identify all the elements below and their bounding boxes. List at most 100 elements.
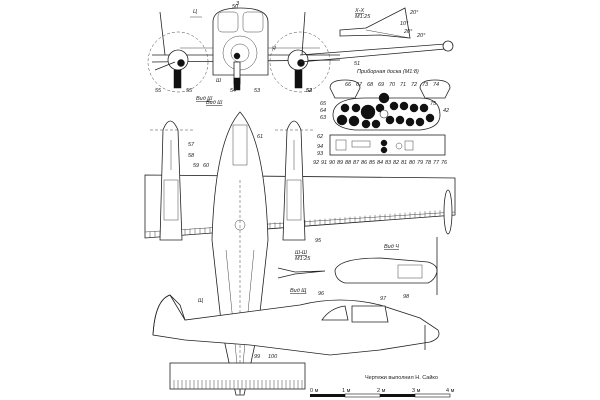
instrument-gauge	[351, 103, 361, 113]
top-hatch	[234, 219, 246, 231]
front-window-right	[242, 11, 264, 33]
label-section-sh: Ш	[216, 78, 222, 84]
label-59: 59	[193, 163, 199, 169]
nose-gear-wheel	[233, 77, 241, 91]
horizontal-stabilizer	[169, 362, 306, 390]
lower-console	[329, 134, 446, 156]
label-section-ts: Ц	[193, 9, 197, 15]
front-fuselage	[212, 7, 269, 76]
left-engine-intake	[177, 59, 185, 67]
left-yoke	[329, 79, 361, 99]
instrument-gauge	[385, 115, 395, 125]
panel-label-75: 75	[430, 101, 437, 107]
panel-label: 88	[345, 160, 352, 166]
instrument-gauge	[348, 115, 360, 127]
nacelle-louvres	[397, 264, 423, 279]
front-spinner	[233, 52, 241, 60]
panel-label-42: 42	[443, 108, 449, 114]
panel-label: 69	[378, 82, 384, 88]
left-fin	[159, 11, 166, 56]
gauge-top-center	[378, 92, 390, 104]
label-58: 58	[188, 153, 195, 159]
panel-label: 82	[393, 160, 399, 166]
left-engine-nacelle	[167, 49, 189, 71]
panel-label: 73	[422, 82, 429, 88]
instrument-gauge	[389, 101, 399, 111]
console-knob-1	[380, 139, 388, 147]
left-nacelle-top	[159, 120, 183, 241]
left-gear-bay	[163, 179, 179, 221]
label-51: 51	[354, 61, 360, 67]
panel-label: 67	[356, 82, 363, 88]
instrument-gauge-open	[379, 109, 389, 119]
label-section-ch: Ч	[272, 46, 276, 52]
label-96: 96	[318, 291, 325, 297]
instrument-gauge	[395, 115, 405, 125]
console-dial	[395, 142, 403, 150]
panel-gauges	[336, 101, 435, 129]
panel-label: 92	[313, 160, 319, 166]
scale-segment-1	[310, 394, 345, 397]
scale-segment-4	[414, 393, 451, 398]
top-canopy	[232, 124, 248, 166]
panel-label: 68	[367, 82, 374, 88]
scale-segment-3	[380, 394, 415, 397]
scale-tick-1: 1 м	[342, 388, 351, 394]
label-3: 3	[236, 1, 240, 7]
panel-label: 74	[433, 82, 439, 88]
panel-label: 72	[411, 82, 417, 88]
panel-label-62: 62	[317, 134, 323, 140]
instrument-gauge	[340, 103, 350, 113]
wing-tip-extension	[299, 43, 446, 63]
side-view: Вид Щ 96 97 Щ	[152, 288, 440, 356]
side-fuselage	[152, 294, 440, 356]
label-52: 52	[306, 88, 312, 94]
label-61: 61	[257, 134, 263, 140]
panel-label: 85	[369, 160, 376, 166]
right-engine-intake	[297, 59, 305, 67]
label-53b: 53	[306, 88, 313, 94]
right-engine-nacelle	[287, 49, 309, 71]
angle-label-1: 20°	[409, 10, 419, 16]
console-switch-block	[335, 139, 347, 151]
instrument-gauge	[415, 117, 425, 127]
left-main-wheel	[173, 69, 182, 89]
panel-label: 78	[425, 160, 432, 166]
console-knob-2	[380, 146, 388, 154]
panel-label: 71	[400, 82, 406, 88]
right-main-wheel	[294, 69, 303, 89]
tail-ribs	[173, 380, 303, 389]
side-view-caption: Вид Щ	[290, 288, 306, 294]
section-shsh: Ш-Ш M1:25	[277, 250, 326, 279]
section-xx-scale: M1:25	[355, 14, 371, 20]
label-50: 50	[232, 4, 239, 10]
instrument-gauge	[371, 119, 381, 129]
panel-label: 86	[361, 160, 368, 166]
section-xx-caption: Х-Х	[354, 8, 365, 14]
scale-tick-0: 0 м	[310, 388, 319, 394]
label-view-shch: Щ	[198, 298, 203, 304]
instrument-gauge	[361, 119, 371, 129]
top-view-caption: Вид Ш	[206, 100, 223, 106]
label-60: 60	[203, 163, 210, 169]
left-prop-disc	[147, 31, 209, 93]
instrument-gauge	[375, 103, 385, 113]
section-shsh-caption: Ш-Ш	[295, 250, 308, 256]
right-fin	[301, 11, 306, 56]
label-54: 54	[230, 88, 236, 94]
label-53: 53	[254, 88, 261, 94]
right-prop-disc	[269, 31, 331, 93]
panel-label-63: 63	[320, 115, 327, 121]
panel-label-64: 64	[320, 108, 326, 114]
panel-label: 84	[377, 160, 383, 166]
section-shsh-scale: M1:25	[295, 256, 311, 262]
label-98: 98	[403, 294, 410, 300]
left-prop-blade	[154, 61, 176, 71]
right-yoke	[419, 79, 451, 99]
console-box	[404, 140, 414, 151]
section-xx-line	[365, 29, 411, 39]
instrument-gauge	[425, 113, 435, 123]
